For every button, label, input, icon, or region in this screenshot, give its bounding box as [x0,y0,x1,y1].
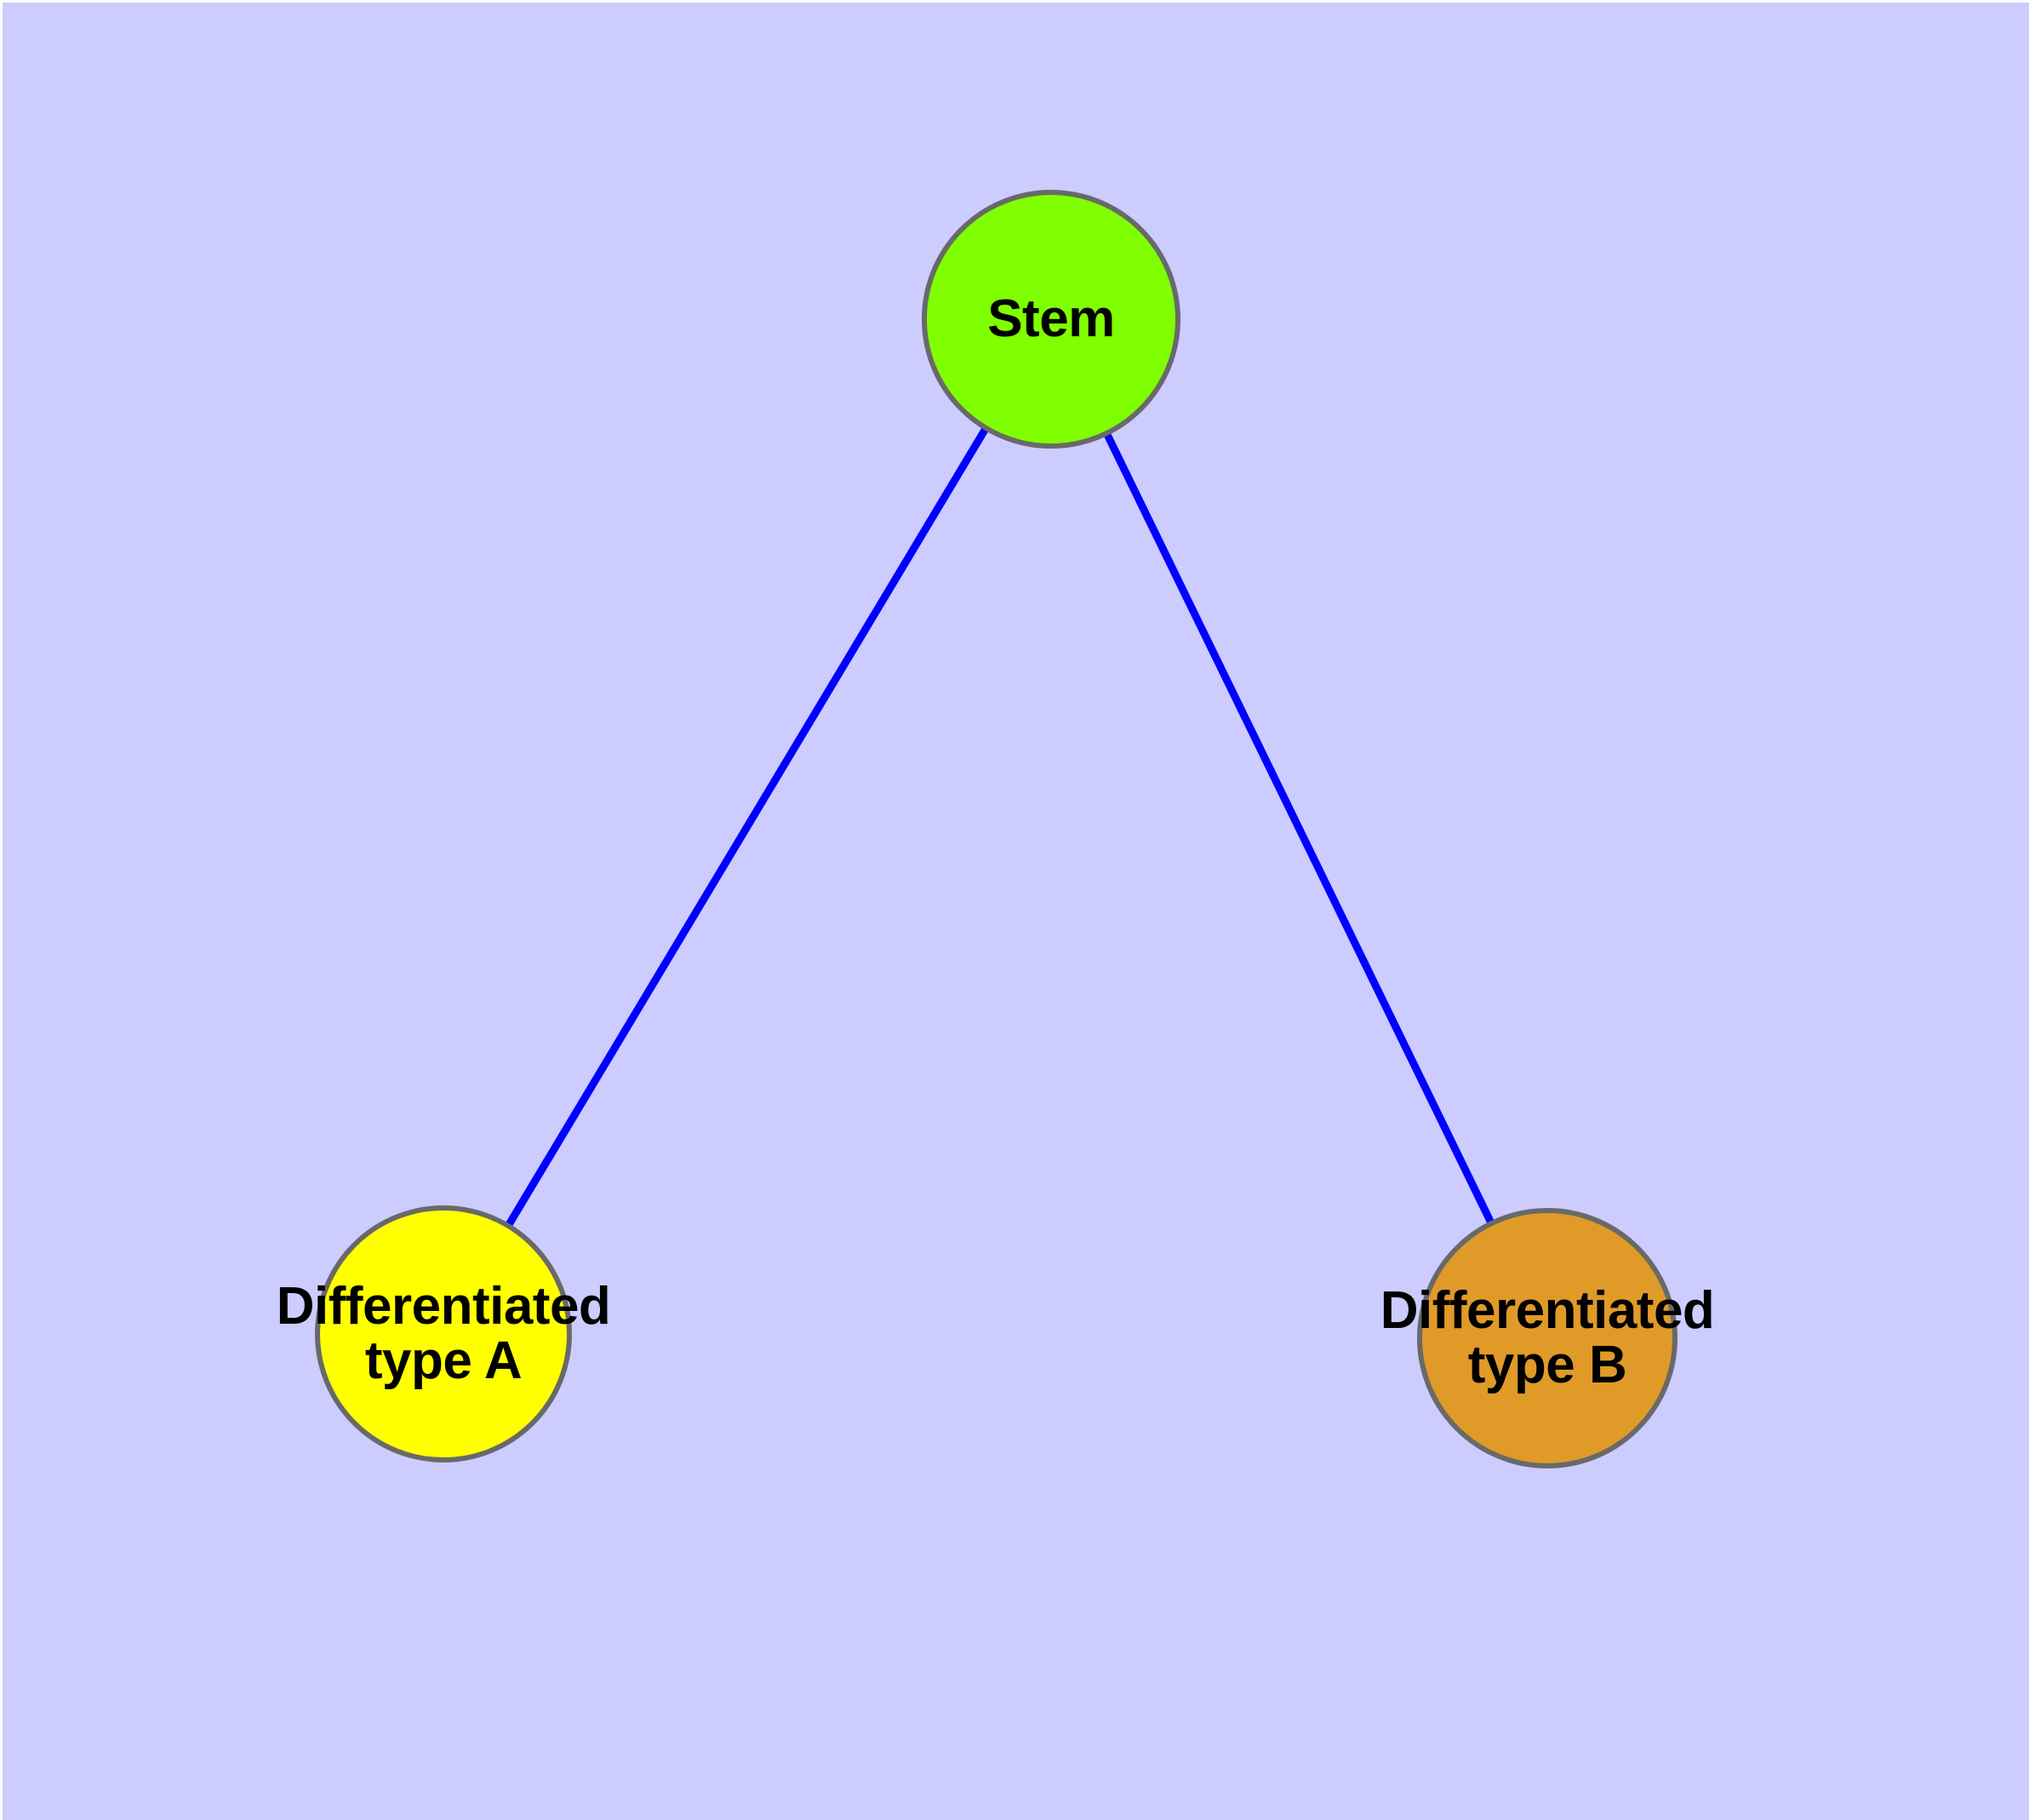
node-differentiated-type-b[interactable] [1417,1208,1677,1468]
edge-stem-to-differentiated-type-a[interactable] [504,425,990,1229]
node-stem[interactable] [922,190,1180,449]
edge-layer [504,425,1495,1229]
edge-stem-to-differentiated-type-b[interactable] [1102,431,1495,1227]
node-layer [315,190,1677,1468]
node-differentiated-type-a[interactable] [315,1205,572,1462]
